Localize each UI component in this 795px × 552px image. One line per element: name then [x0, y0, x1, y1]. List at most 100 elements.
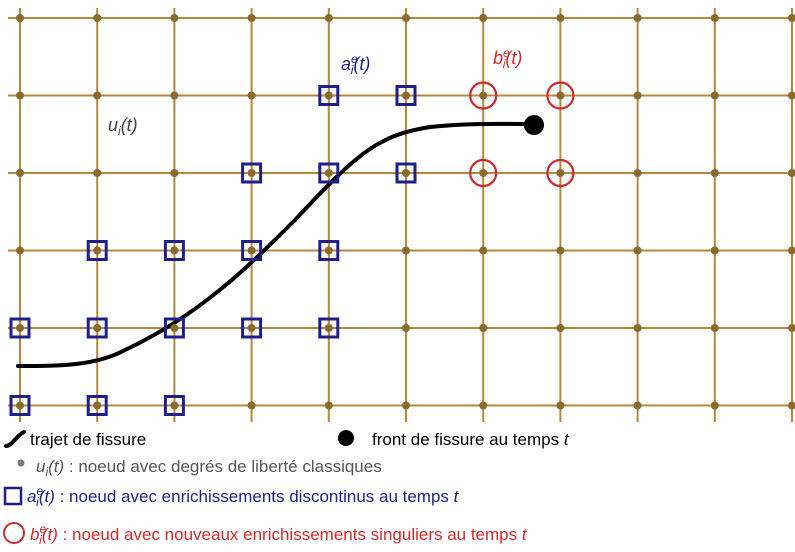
mesh-node	[710, 91, 719, 100]
legend: trajet de fissure front de fissure au te…	[3, 430, 570, 547]
singular-enrichment-circle	[546, 158, 575, 188]
discontinuous-node-icon	[3, 486, 23, 506]
mesh-node	[170, 14, 179, 22]
mesh-node	[556, 169, 565, 177]
singular-enrichment-circle	[469, 158, 498, 188]
u-label: ui(t)	[108, 115, 138, 138]
mesh-node	[170, 246, 179, 255]
singular-enrichment-circle	[546, 81, 575, 110]
mesh-node	[324, 246, 333, 255]
mesh-node	[479, 91, 488, 100]
mesh-node	[16, 91, 24, 100]
mesh-node	[324, 169, 333, 177]
mesh-node	[402, 401, 410, 410]
crack-path-icon	[4, 430, 26, 448]
singular-enrichment-markers	[469, 81, 575, 188]
legend-crack-front: front de fissure au temps t	[338, 430, 570, 449]
discontinuous-enrichment-square	[86, 317, 108, 339]
mesh-node	[93, 246, 102, 255]
crack-front-dot	[524, 115, 544, 135]
mesh-grid	[8, 8, 793, 422]
mesh-node	[788, 14, 795, 22]
classical-node-icon	[17, 459, 25, 467]
mesh-node	[247, 169, 256, 177]
crack-path	[16, 115, 544, 368]
mesh-node	[633, 169, 642, 177]
mesh-node	[247, 14, 256, 22]
mesh-node	[93, 14, 102, 22]
mesh-node	[479, 401, 488, 410]
mesh-node	[170, 324, 179, 332]
discontinuous-enrichment-markers	[9, 85, 417, 416]
discontinuous-enrichment-square	[163, 395, 185, 416]
mesh-node	[788, 246, 795, 255]
crack-front-icon	[338, 430, 354, 446]
mesh-node	[402, 169, 410, 177]
mesh-node	[556, 14, 565, 22]
mesh-node	[788, 169, 795, 177]
mesh-node	[16, 324, 24, 332]
mesh-node	[247, 401, 256, 410]
mesh-node	[324, 91, 333, 100]
mesh-node	[402, 91, 410, 100]
mesh-node	[710, 324, 719, 332]
discontinuous-enrichment-square	[318, 317, 340, 339]
discontinuous-enrichment-square	[163, 240, 185, 261]
mesh-node	[16, 246, 24, 255]
discontinuous-enrichment-square	[86, 395, 108, 416]
mesh-node	[556, 324, 565, 332]
mesh-nodes	[16, 14, 795, 410]
discontinuous-enrichment-square	[9, 317, 31, 339]
legend-classical-text: ui(t) : noeud avec degrés de liberté cla…	[36, 457, 382, 479]
mesh-node	[788, 401, 795, 410]
mesh-node	[247, 246, 256, 255]
mesh-node	[556, 246, 565, 255]
mesh-node	[633, 14, 642, 22]
singular-node-icon	[3, 522, 25, 544]
mesh-node	[479, 246, 488, 255]
mesh-node	[556, 401, 565, 410]
mesh-node	[170, 169, 179, 177]
mesh-node	[247, 91, 256, 100]
mesh-node	[324, 401, 333, 410]
legend-classical: ui(t) : noeud avec degrés de liberté cla…	[17, 457, 382, 479]
mesh-node	[402, 246, 410, 255]
mesh-node	[633, 324, 642, 332]
mesh-node	[170, 401, 179, 410]
mesh-node	[16, 14, 24, 22]
mesh-node	[16, 169, 24, 177]
discontinuous-enrichment-square	[241, 317, 263, 339]
discontinuous-enrichment-square	[395, 162, 417, 184]
mesh-node	[402, 324, 410, 332]
mesh-node	[710, 401, 719, 410]
discontinuous-enrichment-square	[318, 162, 340, 184]
mesh-node	[633, 401, 642, 410]
mesh-node	[170, 91, 179, 100]
mesh-node	[479, 169, 488, 177]
mesh-node	[16, 401, 24, 410]
discontinuous-enrichment-square	[9, 395, 31, 416]
mesh-node	[633, 246, 642, 255]
discontinuous-enrichment-square	[241, 162, 263, 184]
discontinuous-enrichment-square	[163, 317, 185, 339]
mesh-node	[93, 91, 102, 100]
mesh-node	[556, 91, 565, 100]
legend-crack-path: trajet de fissure	[4, 430, 146, 449]
mesh-node	[710, 169, 719, 177]
legend-crack-front-text: front de fissure au temps t	[372, 430, 570, 449]
discontinuous-enrichment-square	[241, 240, 263, 261]
mesh-node	[710, 246, 719, 255]
mesh-node	[402, 14, 410, 22]
discontinuous-enrichment-square	[318, 85, 340, 106]
mesh-node	[479, 14, 488, 22]
mesh-node	[479, 324, 488, 332]
mesh-node	[93, 324, 102, 332]
mesh-node	[710, 14, 719, 22]
mesh-node	[633, 91, 642, 100]
